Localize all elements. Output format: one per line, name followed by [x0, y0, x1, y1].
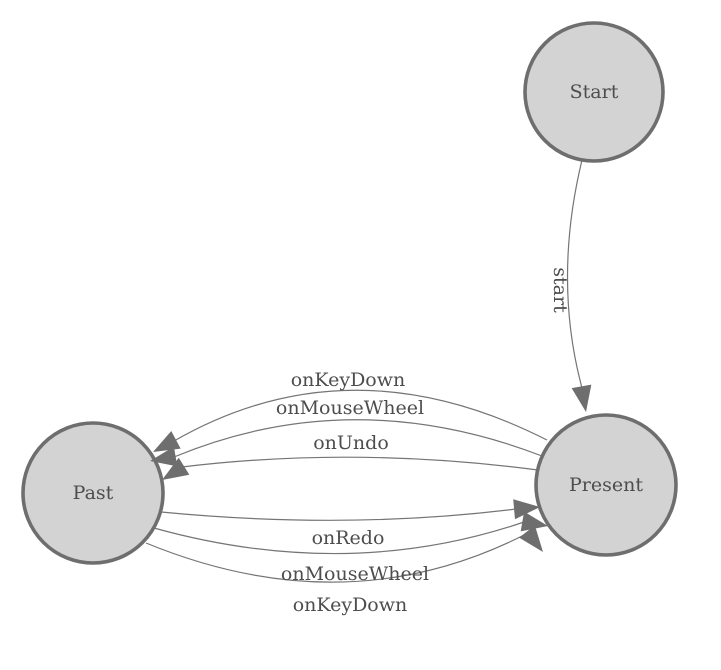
state-node-present: [534, 413, 678, 557]
transition-edge-past-to-present: [160, 508, 517, 521]
transition-edge-present-to-past: [173, 389, 548, 442]
transition-label-onMouseWheel: onMouseWheel: [276, 397, 424, 419]
state-node-label-past: Past: [73, 482, 114, 504]
arrowhead-icon: [513, 499, 540, 520]
arrowhead-icon: [150, 446, 178, 467]
transition-edge-past-to-present: [153, 521, 525, 555]
arrowhead-icon: [571, 384, 592, 412]
arrowhead-icon: [519, 525, 543, 552]
arrowhead-icon: [520, 511, 548, 532]
transition-label-onUndo: onUndo: [313, 432, 389, 454]
state-node-start: [523, 21, 665, 163]
transition-label-start: start: [549, 267, 571, 313]
transition-label-onRedo: onRedo: [312, 527, 385, 549]
transition-edge-present-to-past: [181, 456, 539, 471]
transition-label-onMouseWheel: onMouseWheel: [281, 563, 429, 585]
state-node-label-start: Start: [570, 81, 619, 103]
arrowhead-icon: [153, 430, 181, 452]
state-node-label-present: Present: [569, 474, 643, 496]
transition-edge-past-to-present: [145, 532, 529, 583]
transition-label-onKeyDown: onKeyDown: [291, 369, 406, 391]
transition-edge-present-to-past: [173, 419, 543, 458]
arrowhead-icon: [162, 457, 190, 480]
state-node-past: [21, 421, 165, 565]
transition-label-onKeyDown: onKeyDown: [293, 594, 408, 616]
transition-edge-start-to-present: [566, 159, 583, 389]
